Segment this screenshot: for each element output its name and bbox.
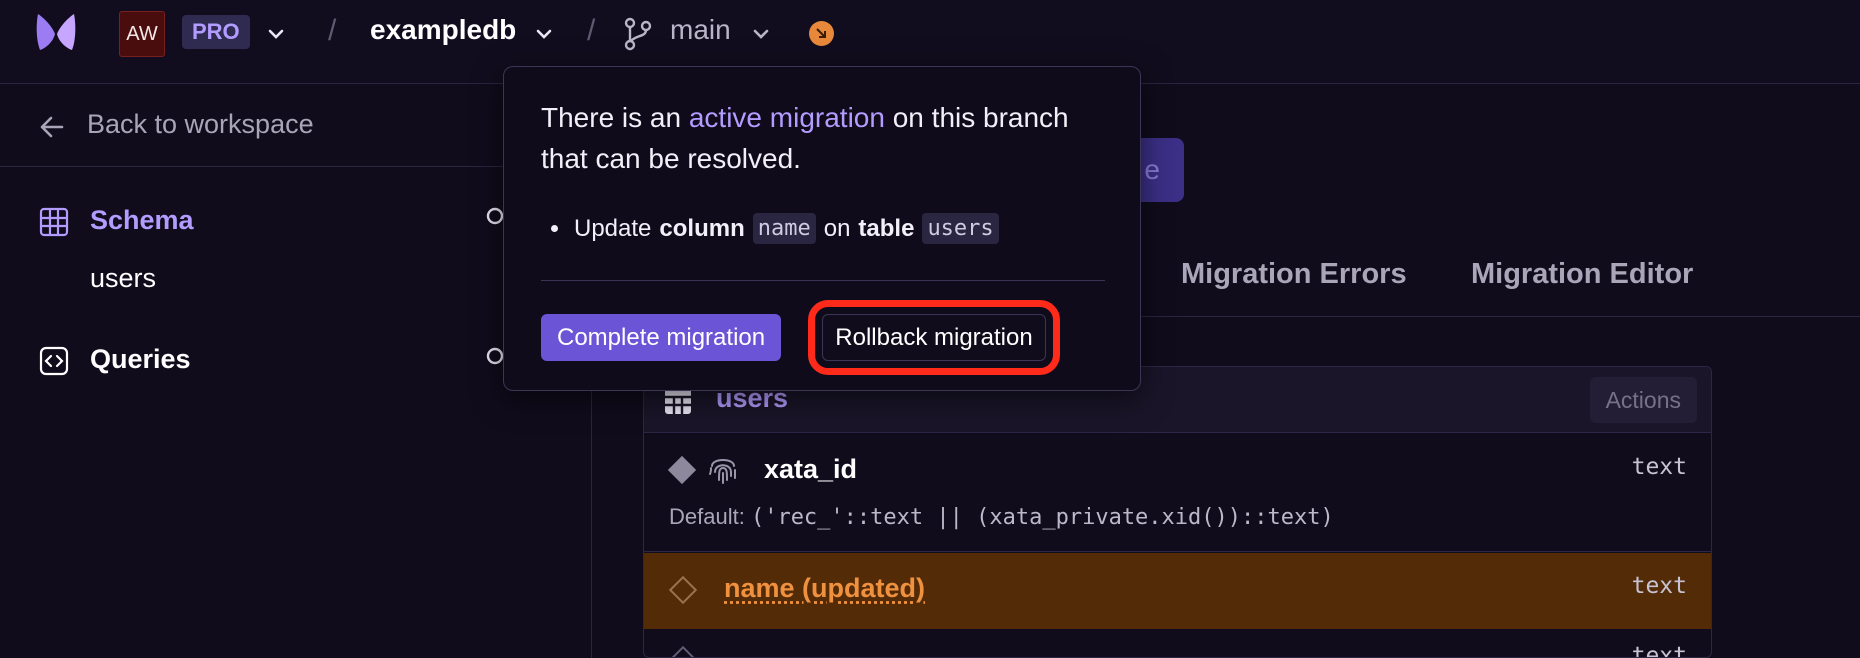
column-type: text	[1631, 454, 1687, 480]
database-name[interactable]: exampledb	[370, 14, 517, 45]
chevron-down-icon[interactable]	[533, 23, 555, 45]
table-row-updated[interactable]: name (updated) text	[644, 553, 1711, 629]
popover-divider	[541, 280, 1105, 281]
bullet-dot	[551, 225, 558, 232]
change-preposition: on	[823, 214, 851, 242]
code-brackets-icon	[39, 346, 69, 376]
tabs-divider	[593, 316, 1860, 317]
plan-badge: PRO	[182, 15, 250, 49]
grid-icon	[39, 207, 69, 237]
message-text: on this branch that can be resolved.	[541, 102, 1069, 174]
column-diamond-icon	[668, 575, 698, 605]
search-icon[interactable]	[484, 346, 506, 368]
search-icon[interactable]	[484, 206, 506, 228]
fingerprint-icon	[709, 459, 736, 484]
column-type: text	[1631, 573, 1687, 599]
back-to-workspace-label: Back to workspace	[87, 109, 314, 139]
breadcrumb-separator: /	[587, 14, 596, 47]
primary-action-label-peek: e	[1144, 154, 1160, 185]
change-verb: Update	[574, 214, 652, 242]
column-default: Default: ('rec_'::text || (xata_private.…	[669, 504, 1334, 530]
change-kind: column	[659, 214, 745, 242]
table-row[interactable]: xata_id text Default: ('rec_'::text || (…	[644, 434, 1711, 552]
avatar[interactable]: AW	[119, 11, 165, 57]
column-name: xata_id	[764, 454, 858, 484]
sidebar-item-users[interactable]: users	[90, 263, 157, 293]
primary-key-diamond-icon	[667, 455, 697, 485]
branch-name[interactable]: main	[670, 14, 731, 45]
table-card-users: users Actions xata_id text Default: ('re…	[643, 366, 1712, 658]
popover-message: There is an active migration on this bra…	[541, 97, 1111, 179]
actions-label: Actions	[1605, 386, 1681, 413]
back-to-workspace-link[interactable]: Back to workspace	[0, 85, 592, 167]
arrow-left-icon	[40, 116, 64, 138]
active-migration-popover: There is an active migration on this bra…	[503, 66, 1141, 391]
message-text: There is an	[541, 102, 682, 133]
rollback-migration-button[interactable]: Rollback migration	[808, 300, 1060, 375]
chevron-down-icon[interactable]	[750, 23, 772, 45]
default-value: ('rec_'::text || (xata_private.xid())::t…	[750, 505, 1334, 530]
xata-logo-icon[interactable]	[34, 10, 78, 54]
breadcrumb-separator: /	[328, 14, 337, 47]
column-type: text	[1631, 643, 1687, 658]
migration-change-item: Update column name on table users	[551, 213, 999, 244]
tab-migration-editor[interactable]: Migration Editor	[1471, 258, 1694, 290]
chevron-down-icon[interactable]	[265, 23, 287, 45]
sidebar-item-schema[interactable]: Schema	[90, 205, 194, 235]
sidebar-item-queries[interactable]: Queries	[90, 344, 191, 374]
migration-indicator-icon[interactable]	[809, 21, 834, 46]
rollback-migration-label: Rollback migration	[835, 323, 1033, 351]
column-chip: name	[752, 213, 816, 244]
column-diamond-icon	[668, 645, 698, 657]
column-name-updated[interactable]: name (updated)	[724, 573, 926, 603]
git-branch-icon	[624, 17, 652, 51]
table-chip: users	[922, 213, 999, 244]
actions-button[interactable]: Actions	[1589, 377, 1697, 423]
default-label: Default:	[669, 504, 745, 529]
change-target-kind: table	[858, 214, 915, 242]
complete-migration-button[interactable]: Complete migration	[541, 314, 782, 361]
table-icon	[665, 388, 691, 414]
complete-migration-label: Complete migration	[557, 323, 766, 351]
tab-migration-errors[interactable]: Migration Errors	[1181, 258, 1407, 290]
active-migration-link[interactable]: active migration	[688, 102, 885, 133]
